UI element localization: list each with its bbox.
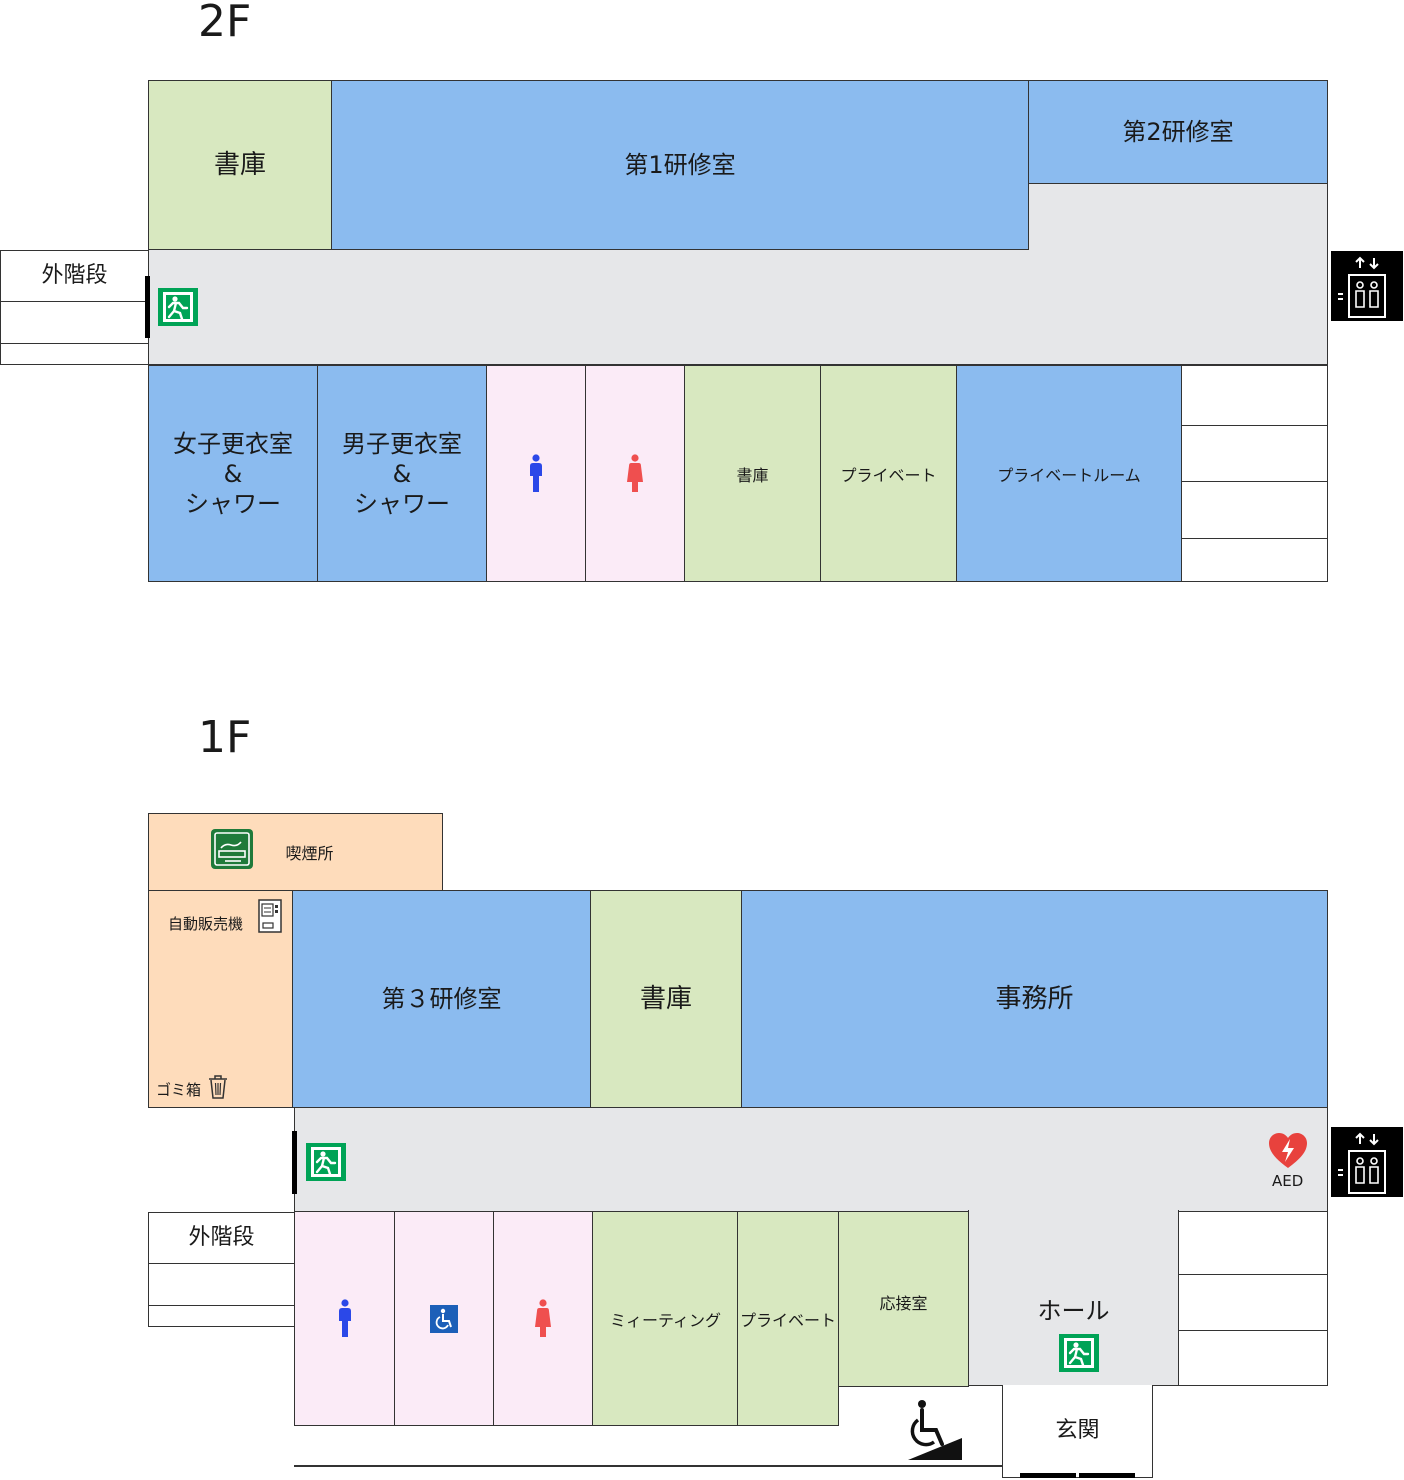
room-label: プライベート [840,465,937,485]
smoking-area-icon [211,829,253,869]
trash-can-icon [209,1075,227,1099]
room-label: プライベートルーム [997,465,1141,485]
vending-area[interactable] [148,890,293,1108]
room-office[interactable]: 事務所 [741,890,1328,1108]
male-restroom-icon [530,453,542,492]
room-label: 事務所 [995,983,1074,1014]
room-label: ホール [1037,1297,1110,1325]
room-label: 喫煙所 [285,844,334,863]
stairs-step [148,1263,295,1306]
stairs-step [1181,365,1328,426]
room-private-1f[interactable]: プライベート [737,1211,839,1426]
room-label: 第1研修室 [624,151,736,179]
label-line: 女子更衣室 [173,429,293,458]
male-restroom-icon [338,1298,351,1337]
corridor-1f [294,1107,1328,1212]
restroom-male-2f[interactable] [486,365,586,582]
room-label: 外階段 [41,263,108,289]
label-line: 男子更衣室 [342,429,462,458]
room-label: 男子更衣室 & シャワー [342,429,462,519]
stairs-step [1178,1330,1328,1386]
female-restroom-icon [627,453,643,492]
room-label: 書庫 [213,149,266,180]
entrance-door [1079,1473,1135,1478]
floor-1-title: 1F [198,712,252,763]
stairs-step [1181,481,1328,539]
aed-label: AED [1272,1172,1304,1190]
restroom-male-1f[interactable] [294,1211,395,1426]
wheelchair-ramp-icon [908,1400,962,1460]
room-training-1[interactable]: 第1研修室 [331,80,1029,250]
stairs-step [1181,425,1328,482]
entrance-door [1020,1473,1076,1478]
vending-machine-icon [258,899,282,933]
room-archive-2f-small[interactable]: 書庫 [684,365,821,582]
restroom-female-2f[interactable] [585,365,685,582]
room-label: ミィーティング [609,1310,722,1330]
vending-machine-label: 自動販売機 [168,915,244,933]
stairs-step [148,1305,295,1327]
room-label: 書庫 [639,983,692,1014]
room-training-2[interactable]: 第2研修室 [1028,80,1328,184]
exit-door [145,276,150,338]
exit-door [292,1131,297,1194]
outer-stairs-2f[interactable]: 外階段 [0,250,149,302]
room-reception[interactable]: 応接室 [838,1211,969,1387]
room-meeting[interactable]: ミィーティング [592,1211,739,1426]
label-line: シャワー [354,489,450,518]
room-men-locker-shower[interactable]: 男子更衣室 & シャワー [317,365,487,582]
stairs-step [0,343,149,365]
room-private-2f[interactable]: プライベート [820,365,957,582]
room-label: プライベート [739,1310,836,1330]
room-label: 女子更衣室 & シャワー [173,429,293,519]
restroom-female-1f[interactable] [493,1211,593,1426]
female-restroom-icon [535,1298,551,1337]
stairs-step [1178,1211,1328,1275]
emergency-exit-icon [306,1143,346,1181]
accessible-restroom-icon [430,1304,458,1333]
elevator-icon[interactable] [1331,1127,1403,1197]
stairs-step [1178,1274,1328,1331]
building-outline [294,1465,1003,1467]
room-archive-2f-top[interactable]: 書庫 [148,80,332,250]
entrance[interactable]: 玄関 [1002,1385,1153,1478]
room-label: 第2研修室 [1122,118,1234,146]
room-training-3[interactable]: 第３研修室 [292,890,591,1108]
room-label: 第３研修室 [381,985,502,1013]
stairs-step [1181,538,1328,582]
room-label: 書庫 [736,465,769,485]
label-line: シャワー [185,489,281,518]
label-line: & [392,459,412,488]
floor-2-title: 2F [198,0,252,47]
elevator-icon[interactable] [1331,251,1403,321]
room-label: 応接室 [879,1294,928,1313]
emergency-exit-icon [1059,1334,1099,1372]
stairs-step [0,301,149,344]
restroom-accessible-1f[interactable] [394,1211,494,1426]
emergency-exit-icon [158,288,198,326]
room-women-locker-shower[interactable]: 女子更衣室 & シャワー [148,365,318,582]
aed-icon [1269,1133,1307,1168]
room-archive-1f[interactable]: 書庫 [590,890,742,1108]
smoking-area[interactable]: 喫煙所 [148,813,443,891]
room-label: 外階段 [188,1225,255,1251]
label-line: & [223,459,243,488]
outer-stairs-1f[interactable]: 外階段 [148,1212,295,1264]
room-label: 玄関 [1055,1418,1100,1444]
trash-label: ゴミ箱 [156,1081,202,1099]
room-private-room-2f[interactable]: プライベートルーム [956,365,1182,582]
